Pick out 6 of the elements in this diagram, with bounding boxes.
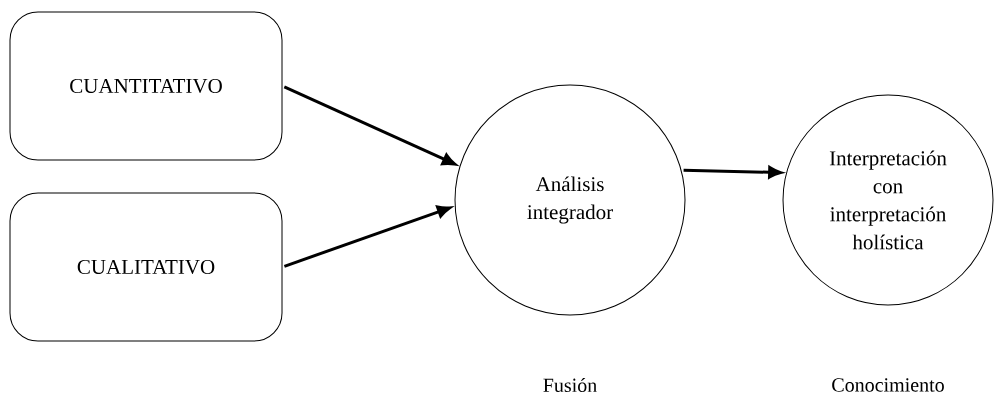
circle-node: Interpretación con interpretación holística [782,94,994,306]
circle-node: Análisis integrador [454,84,686,316]
node-label: Conocimiento [832,378,944,392]
rounded-box: CUANTITATIVO [9,11,283,161]
rounded-box: CUALITATIVO [9,192,283,342]
node-label: Fusión [543,377,597,393]
